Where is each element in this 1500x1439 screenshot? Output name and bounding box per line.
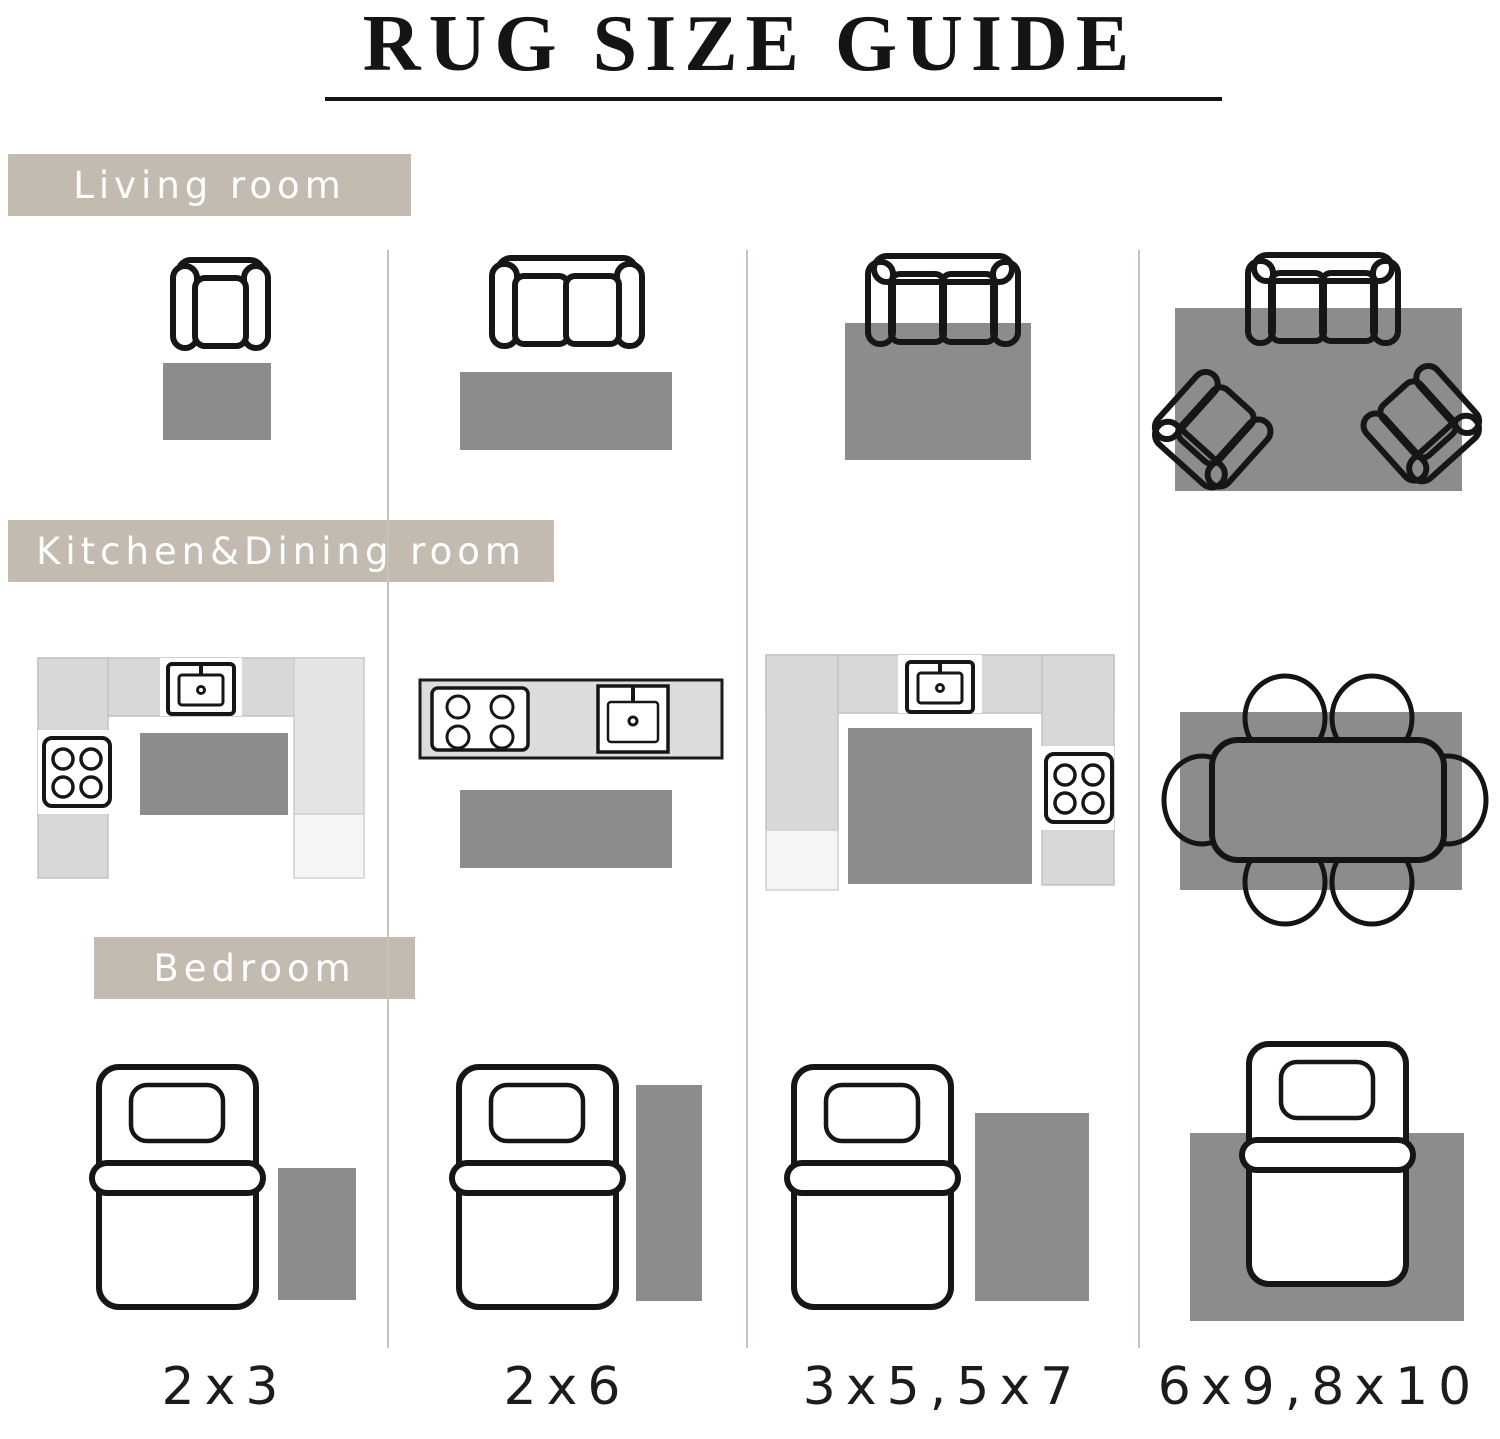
- rug-size-label: 6x9,8x10: [1157, 1357, 1482, 1417]
- section-label-kitchen-dining: Kitchen&Dining room: [8, 520, 554, 582]
- bed-icon: [92, 1067, 263, 1307]
- rug-size-label: 2x3: [161, 1357, 289, 1417]
- stove-icon: [430, 686, 530, 752]
- rug-swatch: [163, 363, 271, 440]
- section-label-text: Living room: [73, 163, 346, 207]
- rug-swatch: [848, 728, 1032, 884]
- sink-icon: [596, 684, 670, 754]
- sink-icon: [166, 662, 236, 716]
- rug-swatch: [975, 1113, 1089, 1301]
- sofa-icon: [1248, 255, 1398, 343]
- rug-swatch: [278, 1168, 356, 1300]
- bed-icon: [787, 1067, 958, 1307]
- section-label-text: Bedroom: [153, 946, 356, 990]
- column-divider: [746, 250, 748, 1348]
- rug-swatch: [460, 372, 672, 450]
- bed-icon: [1242, 1044, 1413, 1284]
- section-label-text: Kitchen&Dining room: [36, 529, 526, 573]
- rug-swatch: [460, 790, 672, 868]
- dining-table-icon: [1209, 737, 1447, 863]
- column-divider: [387, 250, 389, 1348]
- page-title: RUG SIZE GUIDE: [362, 0, 1138, 88]
- sink-icon: [905, 660, 975, 714]
- rug-swatch: [636, 1085, 702, 1301]
- sofa-icon: [868, 256, 1018, 344]
- title-underline: [325, 97, 1222, 101]
- stove-icon: [1044, 752, 1114, 824]
- section-label-living-room: Living room: [8, 154, 411, 216]
- rug-size-label: 3x5,5x7: [802, 1357, 1084, 1417]
- sofa-icon: [492, 258, 642, 346]
- rug-swatch: [140, 733, 288, 815]
- section-label-bedroom: Bedroom: [94, 937, 415, 999]
- armchair-icon: [173, 260, 268, 348]
- column-divider: [1138, 250, 1140, 1348]
- stove-icon: [42, 736, 112, 808]
- rug-size-label: 2x6: [503, 1357, 631, 1417]
- bed-icon: [452, 1067, 623, 1307]
